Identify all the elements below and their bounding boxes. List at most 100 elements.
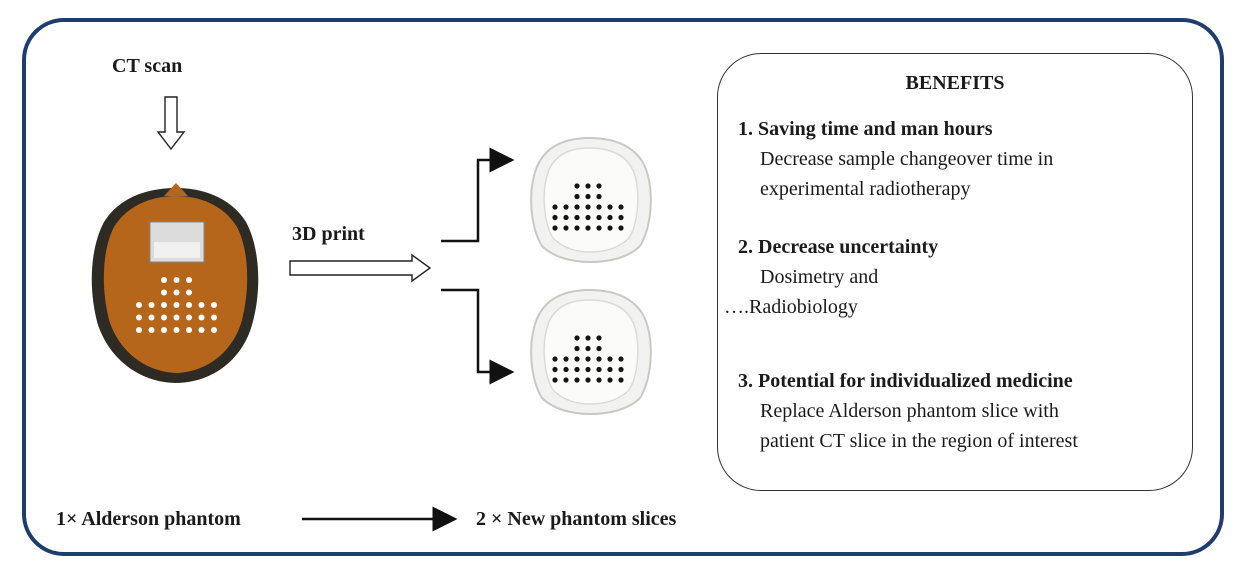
print-label: 3D print	[292, 223, 365, 245]
hole-dot	[585, 345, 591, 352]
hole-dot	[161, 302, 167, 308]
hole-dot	[552, 225, 558, 231]
new-slices-label: 2 × New phantom slices	[476, 508, 677, 530]
hole-dot	[596, 356, 602, 362]
branch-arrow-bottom	[441, 288, 515, 385]
ct-scan-label: CT scan	[112, 55, 183, 77]
hole-dot	[574, 204, 580, 210]
hole-dot	[607, 377, 613, 383]
benefit-item-3: 3. Potential for individualized medicine…	[738, 366, 1078, 456]
hole-dot	[148, 302, 155, 308]
hole-dot	[596, 366, 602, 373]
hole-dot	[136, 327, 142, 333]
hole-dot	[574, 183, 580, 189]
hole-dot	[198, 327, 205, 333]
benefit-line: Dosimetry and	[760, 266, 879, 288]
hole-dot	[552, 214, 558, 221]
benefit-line: patient CT slice in the region of intere…	[760, 430, 1078, 452]
hole-dot	[136, 314, 142, 321]
hole-dot	[574, 335, 580, 341]
hole-dot	[607, 356, 613, 362]
hole-dot	[596, 225, 602, 231]
hole-dot	[585, 335, 591, 341]
benefit-line: ….Radiobiology	[724, 296, 858, 318]
hole-dot	[563, 356, 569, 362]
hole-dot	[596, 335, 602, 341]
hole-dot	[607, 214, 613, 221]
hole-dot	[563, 377, 569, 383]
hole-dot	[161, 314, 167, 321]
hole-dot	[186, 302, 192, 308]
hole-dot	[552, 377, 558, 383]
hole-dot	[574, 193, 580, 200]
hole-dot	[211, 327, 217, 333]
hole-dot	[585, 366, 591, 373]
hole-dot	[574, 345, 580, 352]
hole-dot	[186, 314, 192, 321]
ct-down-arrow	[156, 96, 186, 151]
hole-dot	[161, 327, 167, 333]
benefit-heading: 3. Potential for individualized medicine	[738, 370, 1073, 392]
hole-dot	[618, 366, 624, 373]
benefit-line: experimental radiotherapy	[760, 178, 971, 200]
hole-dot	[136, 302, 142, 308]
hole-dot	[607, 366, 613, 373]
hole-dot	[585, 193, 591, 200]
hole-dot	[574, 366, 580, 373]
hole-dot	[173, 302, 180, 308]
print-arrow	[289, 253, 432, 283]
hole-dot	[596, 204, 602, 210]
hole-dot	[585, 214, 591, 221]
hole-dot	[211, 314, 217, 321]
benefit-item-2: 2. Decrease uncertainty Dosimetry and ….…	[724, 232, 939, 322]
hole-dot	[585, 356, 591, 362]
hole-dot	[186, 327, 192, 333]
benefit-line: Replace Alderson phantom slice with	[760, 400, 1059, 422]
benefit-line: Decrease sample changeover time in	[760, 148, 1054, 170]
hole-dot	[161, 277, 167, 283]
diagram-frame	[22, 18, 1224, 556]
hole-dot	[585, 225, 591, 231]
hole-dot	[552, 366, 558, 373]
hole-dot	[596, 183, 602, 189]
hole-dot	[596, 377, 602, 383]
hole-dot	[563, 366, 569, 373]
benefit-heading: 2. Decrease uncertainty	[738, 236, 939, 258]
hole-dot	[607, 225, 613, 231]
hole-dot	[618, 356, 624, 362]
branch-arrow-top	[441, 147, 515, 243]
hole-dot	[552, 356, 558, 362]
hole-dot	[198, 314, 205, 321]
benefits-title: BENEFITS	[905, 72, 1005, 94]
hole-dot	[618, 377, 624, 383]
hole-dot	[585, 183, 591, 189]
hole-dot	[596, 345, 602, 352]
hole-dot	[585, 377, 591, 383]
hole-dot	[161, 289, 167, 296]
hole-dot	[563, 204, 569, 210]
hole-dot	[173, 327, 180, 333]
hole-dot	[211, 302, 217, 308]
hole-dot	[596, 193, 602, 200]
benefits-box: BENEFITS 1. Saving time and man hours De…	[717, 53, 1193, 491]
hole-dot	[563, 214, 569, 221]
hole-dot	[173, 314, 180, 321]
printed-slice-top	[530, 136, 652, 264]
hole-dot	[574, 225, 580, 231]
hole-dot	[186, 277, 192, 283]
hole-dot	[618, 214, 624, 221]
hole-dot	[574, 377, 580, 383]
hole-dot	[596, 214, 602, 221]
hole-dot	[618, 225, 624, 231]
alderson-phantom-image	[91, 183, 259, 383]
hole-dot	[173, 277, 180, 283]
hole-dot	[173, 289, 180, 296]
benefit-heading: 1. Saving time and man hours	[738, 118, 993, 140]
hole-dot	[198, 302, 205, 308]
alderson-label: 1× Alderson phantom	[56, 508, 241, 530]
hole-dot	[563, 225, 569, 231]
hole-dot	[552, 204, 558, 210]
hole-dot	[585, 204, 591, 210]
hole-dot	[574, 214, 580, 221]
